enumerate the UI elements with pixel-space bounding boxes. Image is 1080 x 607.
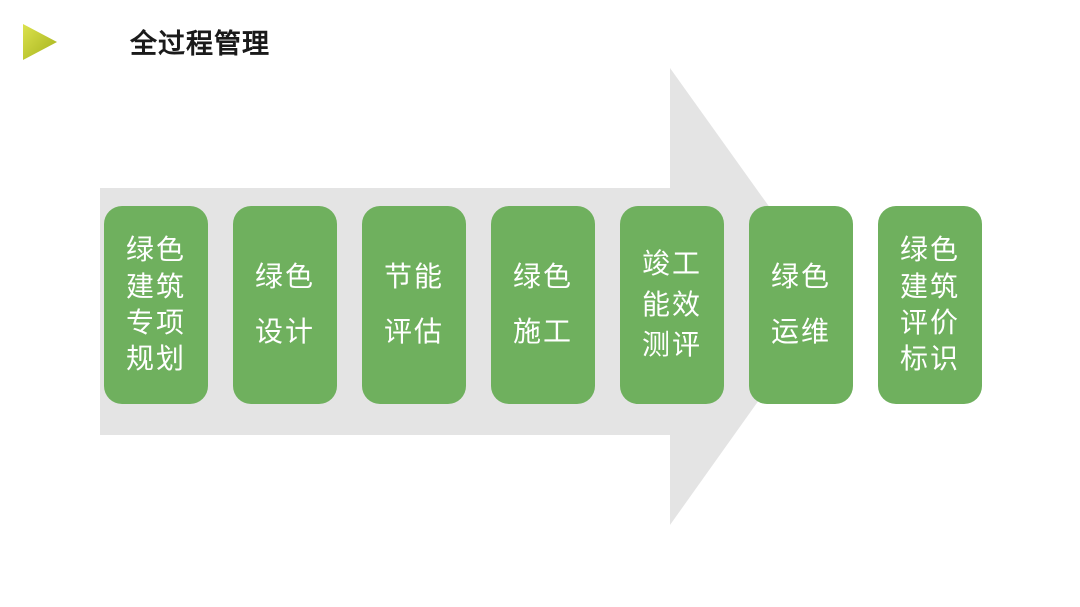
step-line: 规划 — [125, 343, 186, 375]
step-line: 建筑 — [125, 270, 186, 302]
step-line: 能效 — [641, 288, 702, 320]
bullet-triangle-icon — [23, 23, 57, 60]
flow-step-energy-assessment: 节能 评估 — [362, 206, 466, 404]
step-line: 绿色 — [770, 261, 831, 293]
step-line: 绿色 — [254, 261, 315, 293]
step-line: 运维 — [770, 316, 831, 347]
step-line: 建筑 — [899, 270, 960, 302]
step-line: 节能 — [383, 261, 444, 293]
flow-step-evaluation-label: 绿色 建筑 评价 标识 — [878, 206, 982, 404]
flow-step-design: 绿色 设计 — [233, 206, 337, 404]
step-line: 评价 — [899, 307, 960, 338]
flow-step-completion-evaluation: 竣工 能效 测评 — [620, 206, 724, 404]
step-line: 施工 — [512, 316, 573, 347]
step-line: 绿色 — [512, 261, 573, 293]
step-line: 竣工 — [641, 248, 702, 280]
flow-step-planning: 绿色 建筑 专项 规划 — [104, 206, 208, 404]
step-line: 绿色 — [125, 234, 186, 266]
process-arrow — [100, 68, 833, 525]
step-line: 专项 — [125, 307, 186, 338]
flow-step-construction: 绿色 施工 — [491, 206, 595, 404]
slide-header: 全过程管理 — [22, 22, 270, 61]
step-line: 评估 — [383, 316, 444, 347]
page-title: 全过程管理 — [130, 29, 270, 59]
step-line: 绿色 — [899, 234, 960, 266]
step-line: 设计 — [254, 316, 315, 347]
flow-step-operation: 绿色 运维 — [749, 206, 853, 404]
step-line: 测评 — [641, 329, 702, 361]
process-steps: 绿色 建筑 专项 规划 绿色 设计 节能 评估 绿色 施工 竣工 能效 测评 绿… — [104, 206, 982, 404]
step-line: 标识 — [899, 343, 960, 375]
